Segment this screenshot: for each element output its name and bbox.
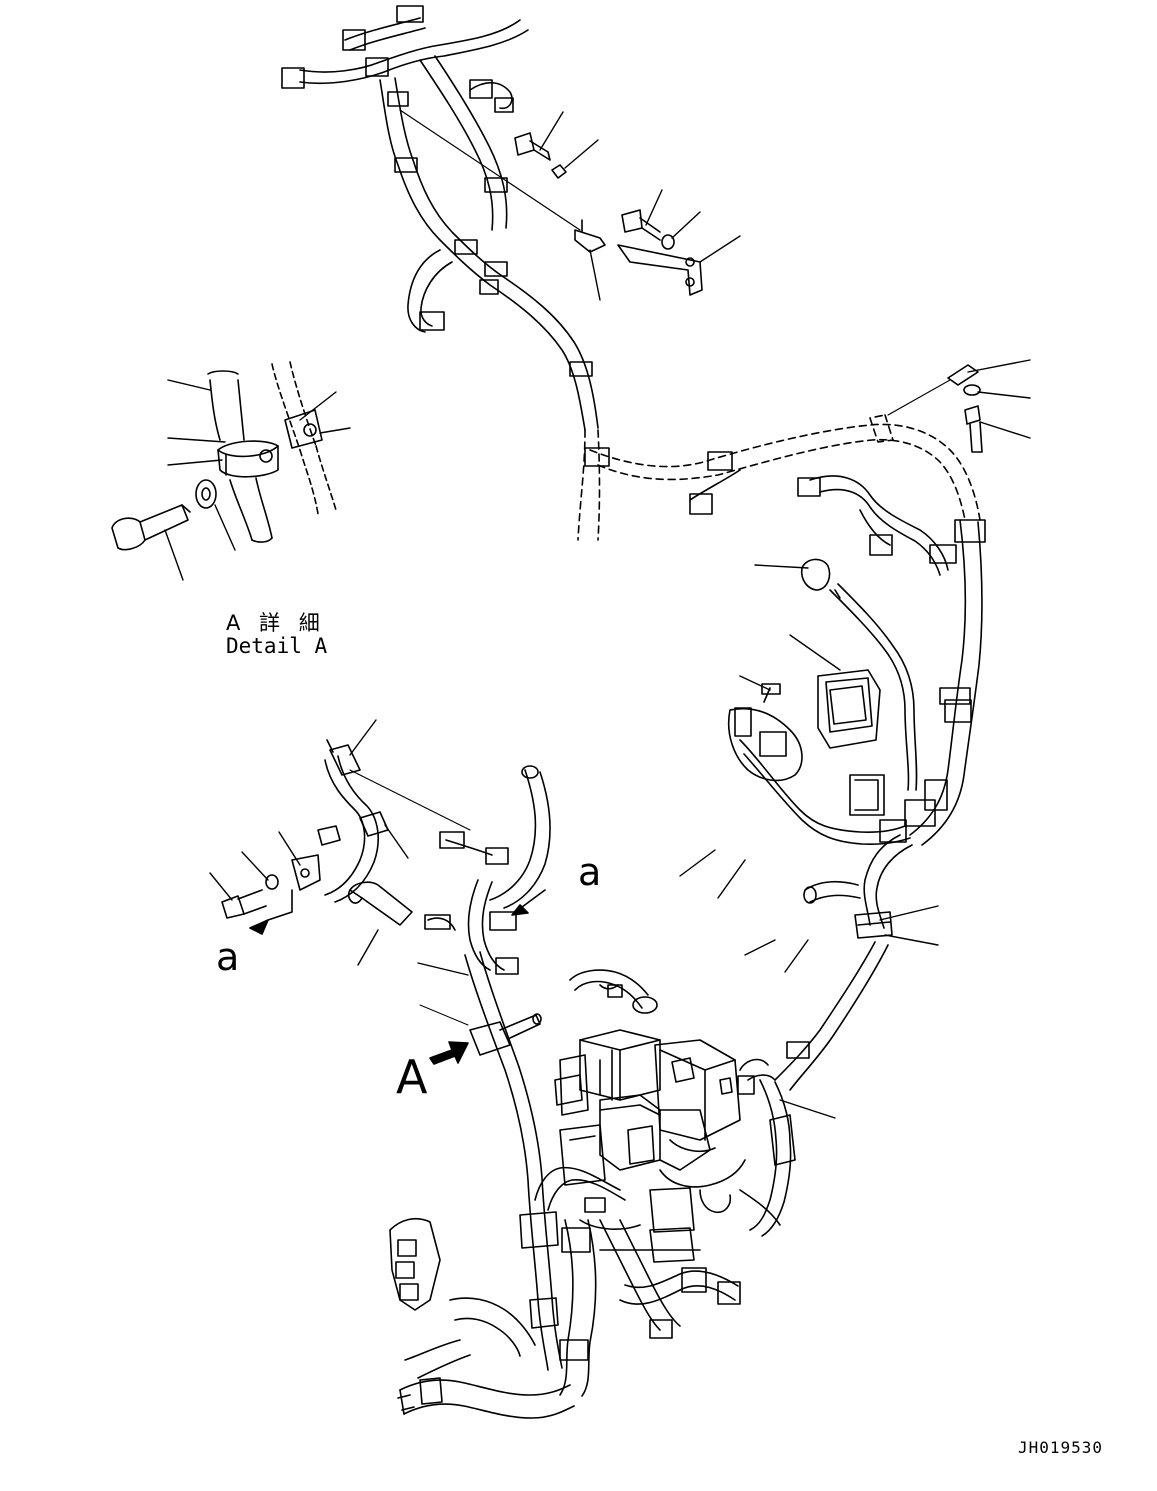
leader-lines — [164, 111, 1031, 1119]
view-arrow-a — [429, 1041, 469, 1065]
view-arrow-label: A — [396, 1050, 428, 1104]
lower-left-parts — [221, 739, 551, 975]
lower-main-harness — [389, 951, 741, 1419]
reference-label-left: a — [216, 935, 240, 979]
top-hardware — [514, 132, 983, 453]
reference-label-right: a — [578, 850, 602, 894]
dashed-harness-upper — [577, 414, 981, 541]
central-assembly — [554, 969, 796, 1263]
right-harness — [797, 475, 986, 846]
upper-right-clamps — [584, 447, 741, 515]
upper-harness — [281, 5, 599, 431]
detail-a-illustration — [111, 361, 337, 551]
right-components — [727, 558, 948, 1091]
detail-a-title-japanese: A 詳 細 — [226, 611, 326, 635]
drawing-number: JH019530 — [1018, 1438, 1104, 1457]
detail-a-title: Detail A — [226, 634, 328, 658]
